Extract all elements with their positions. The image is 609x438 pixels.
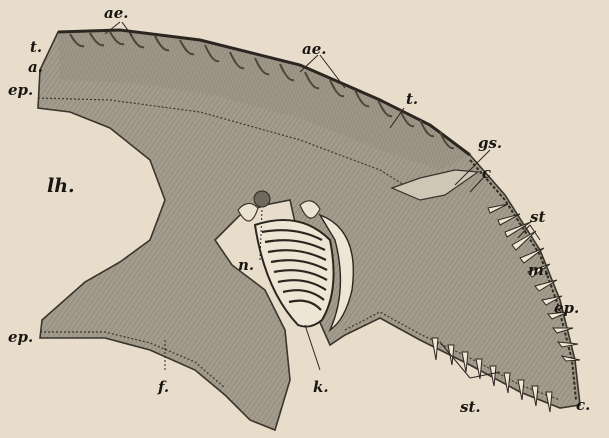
label-st-upper: st (530, 208, 545, 226)
label-gs: gs. (478, 134, 502, 152)
label-a-left: a. (28, 58, 43, 76)
label-lh: lh. (47, 175, 75, 197)
label-k: k. (313, 378, 329, 396)
label-ep-left-top: ep. (8, 81, 33, 99)
label-t-left: t. (30, 38, 42, 56)
label-ae-top: ae. (104, 4, 129, 22)
label-t-right: t. (406, 90, 418, 108)
label-st-lower: st. (460, 398, 481, 416)
label-ep-right: ep. (554, 299, 579, 317)
label-n: n. (238, 256, 254, 274)
label-c-lower: c. (576, 396, 590, 414)
label-ep-left-bottom: ep. (8, 328, 33, 346)
label-c-upper: c (482, 164, 491, 182)
label-f: f. (157, 378, 169, 396)
label-ae-mid: ae. (302, 40, 327, 58)
label-m: m. (528, 261, 549, 279)
